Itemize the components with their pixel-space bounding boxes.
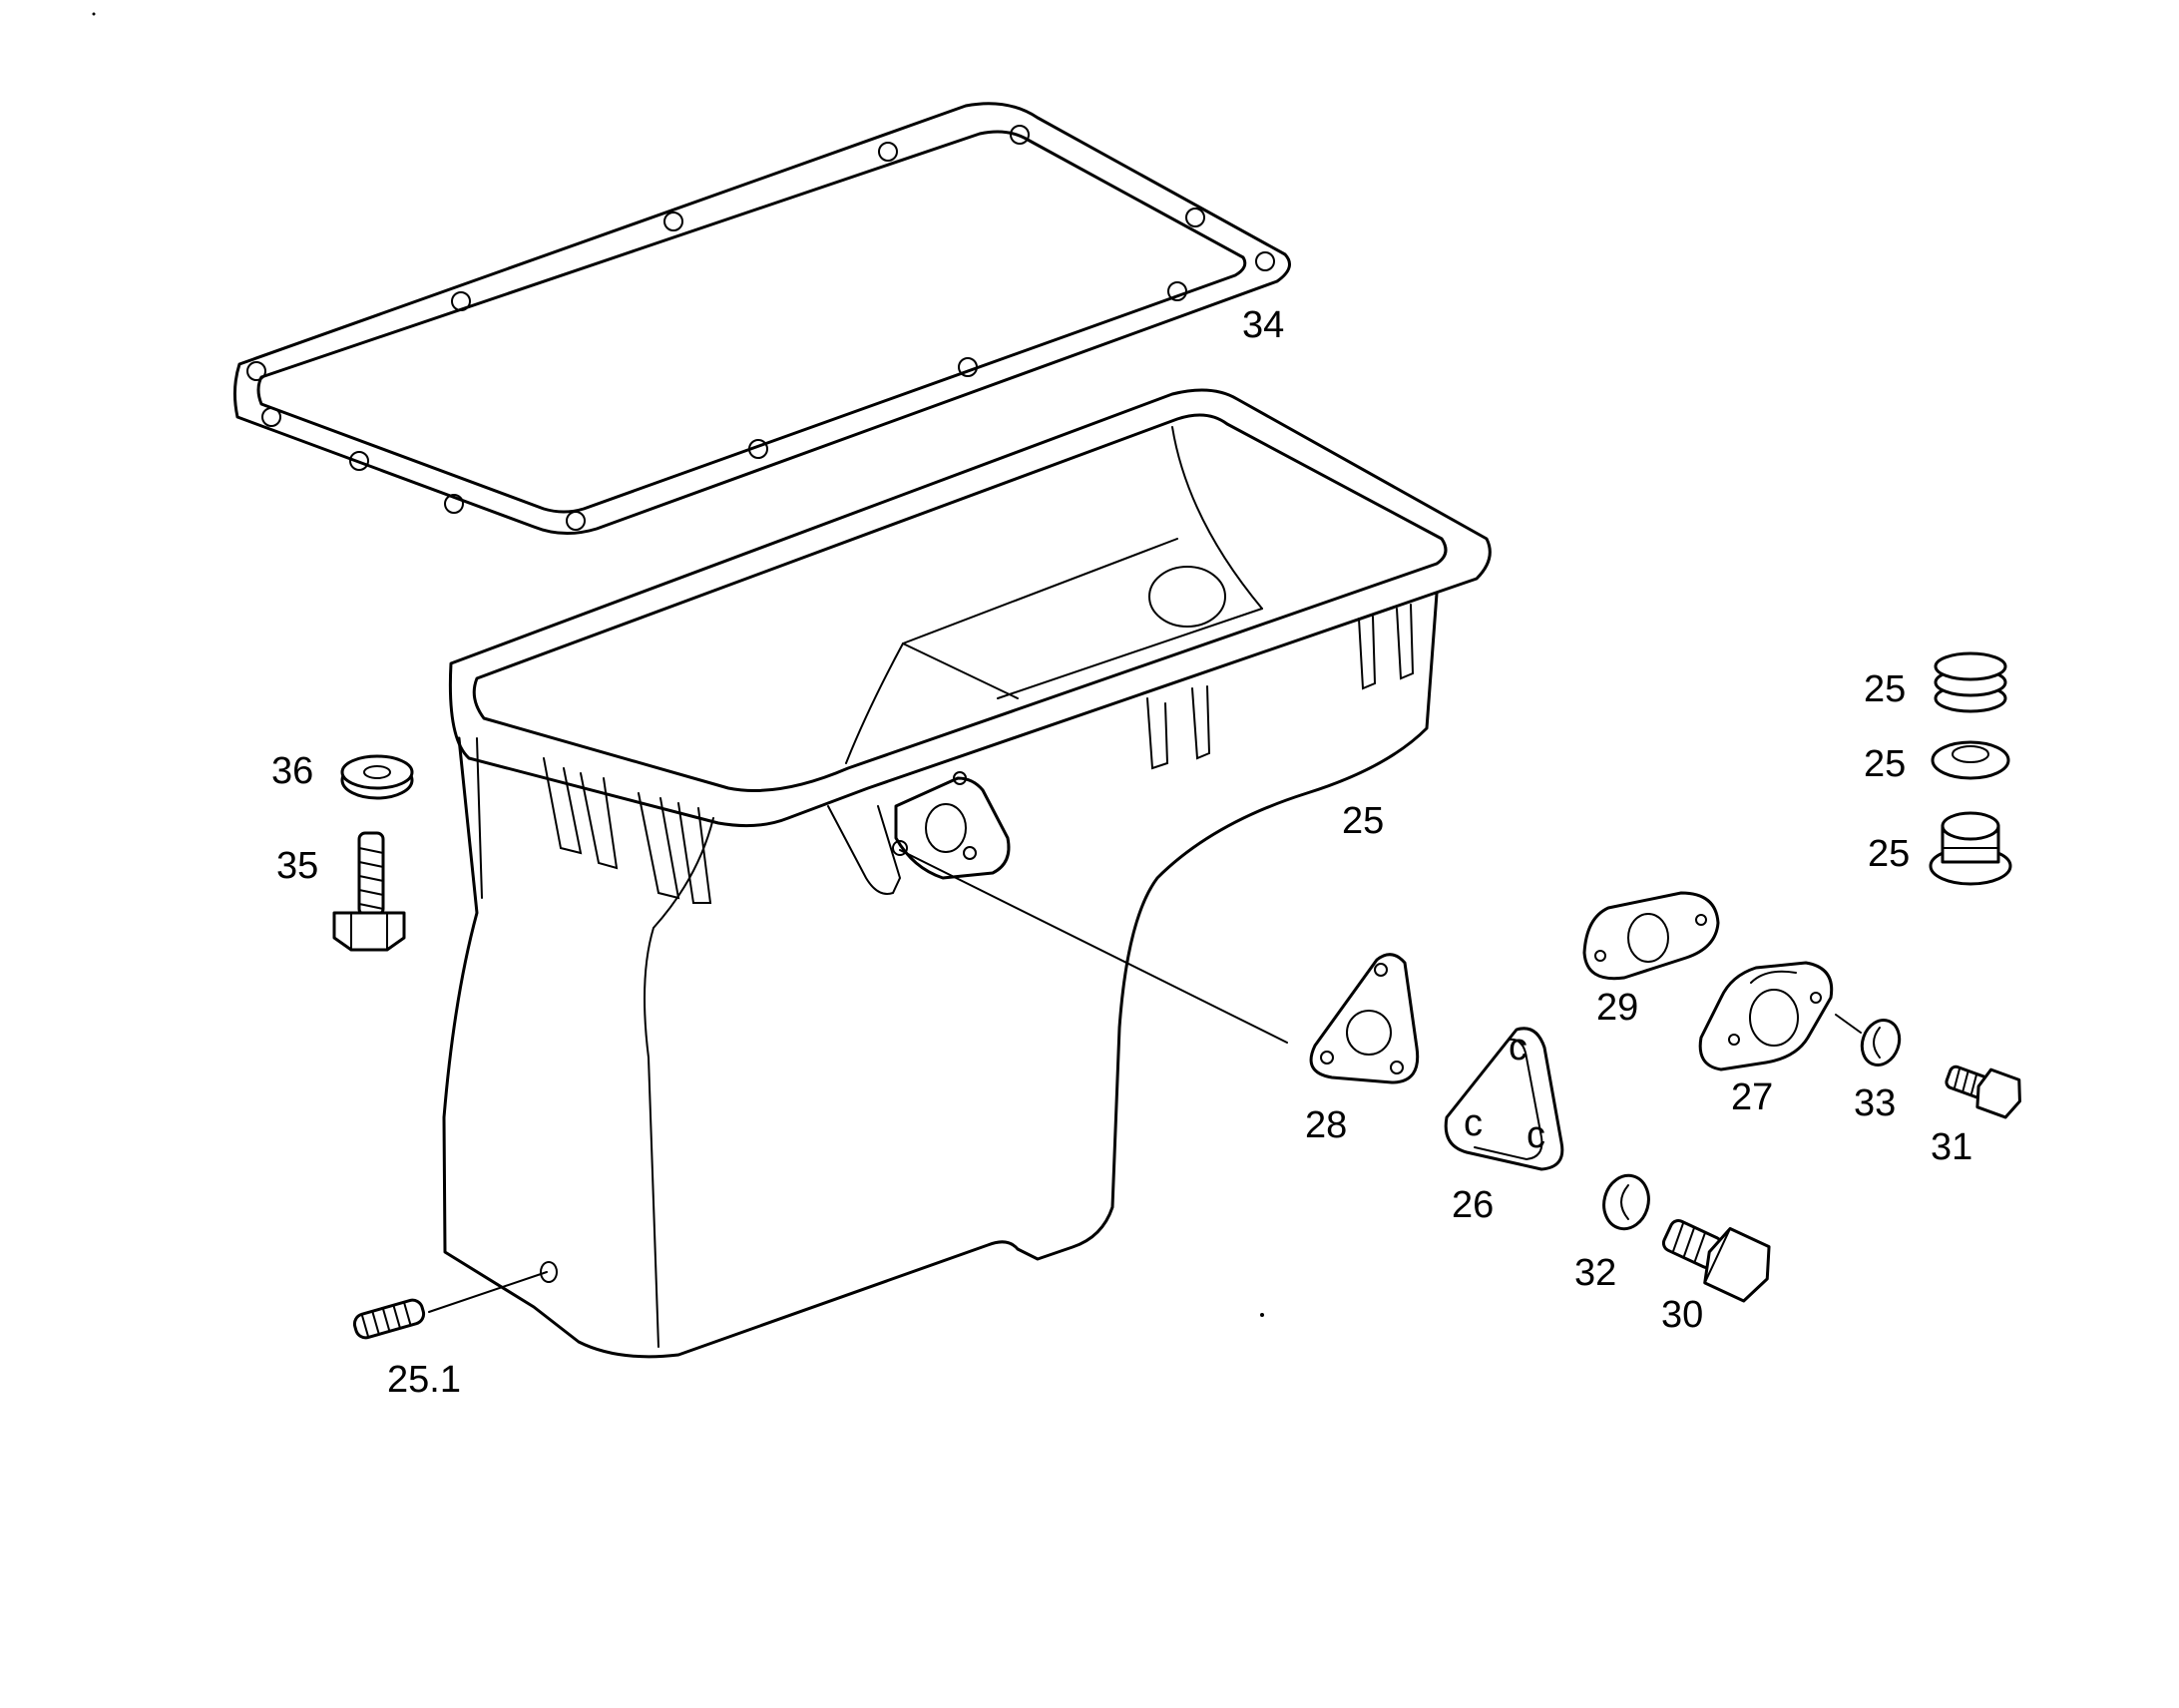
leader-line-25-1 (428, 1271, 548, 1313)
label-gasket: 34 (1242, 304, 1284, 346)
seal-ring-lower (1602, 1173, 1650, 1231)
label-seal-ring-upper: 33 (1854, 1082, 1896, 1124)
leader-line-28 (899, 849, 1288, 1044)
plug-ring (1931, 740, 2010, 780)
label-pin: 25.1 (387, 1359, 461, 1401)
hex-bolt-left (332, 831, 406, 952)
gasket-small (1582, 891, 1720, 981)
threaded-pin (352, 1298, 426, 1340)
label-bolt-left: 35 (276, 845, 318, 887)
hex-bolt-small (1945, 1065, 2021, 1119)
label-bolt-small: 31 (1931, 1126, 1972, 1168)
labels: 34 25 25 25 25 36 35 25.1 28 26 29 27 33… (271, 304, 1972, 1401)
plug-stepped (1929, 811, 2012, 886)
label-flange: 27 (1731, 1076, 1773, 1118)
seal-ring-upper (1860, 1019, 1902, 1067)
plug-stack (1934, 651, 2007, 713)
washer (340, 754, 414, 800)
svg-text:c: c (1464, 1102, 1483, 1144)
leader-line-33 (1835, 1014, 1862, 1034)
scan-speck (1260, 1313, 1264, 1317)
drain-bolt (1661, 1219, 1771, 1303)
scan-speck (92, 12, 96, 16)
cover-plate: c c c (1444, 1027, 1564, 1171)
label-washer: 36 (271, 750, 313, 792)
label-plug-c: 25 (1868, 833, 1910, 875)
label-plug-a: 25 (1864, 668, 1906, 710)
flange-gasket (1309, 953, 1420, 1084)
label-plug-b: 25 (1864, 743, 1906, 785)
oil-pan-gasket (232, 102, 1291, 536)
oil-pan (442, 388, 1492, 1359)
svg-text:c: c (1509, 1027, 1527, 1068)
label-drain-bolt: 30 (1661, 1294, 1703, 1336)
label-seal-ring-lower: 32 (1574, 1252, 1616, 1294)
svg-text:c: c (1526, 1114, 1545, 1156)
label-oil-pan: 25 (1342, 800, 1384, 842)
label-gasket-small: 29 (1596, 987, 1638, 1029)
flange (1698, 961, 1834, 1071)
label-flange-gasket: 28 (1305, 1104, 1347, 1146)
label-cover: 26 (1452, 1184, 1494, 1226)
